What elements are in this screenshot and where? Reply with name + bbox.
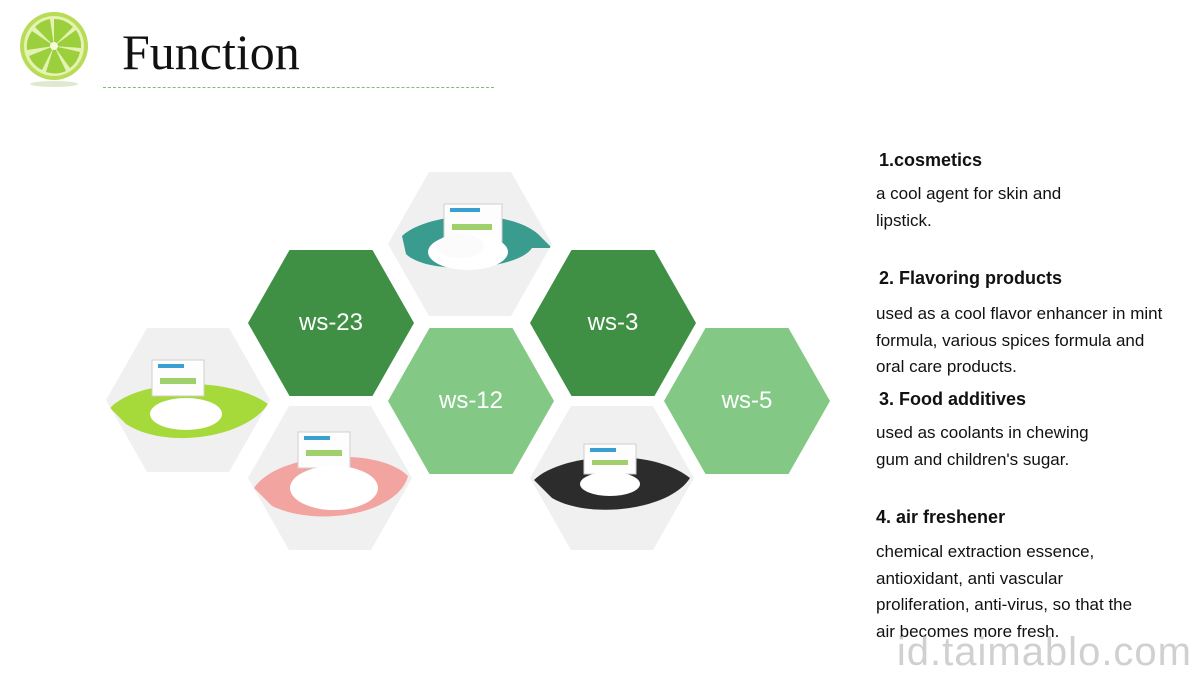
lime-slice-logo [14, 8, 94, 88]
function-title-flavoring: 2. Flavoring products [879, 268, 1063, 288]
title-divider [103, 87, 494, 88]
product-photo-teal-plate [388, 172, 552, 316]
function-body-air-freshener: chemical extraction essence, antioxidant… [876, 542, 1133, 641]
function-body-food-additives: used as coolants in chewing gum and chil… [876, 423, 1089, 469]
product-photo-black-plate [530, 406, 694, 550]
hex-ws-23: ws-23 [248, 250, 414, 396]
page-title: Function [122, 24, 300, 80]
function-title-food-additives: 3. Food additives [879, 389, 1027, 409]
product-photo-pink-plate [248, 406, 412, 550]
product-photo-green-plate [106, 328, 270, 472]
function-title-cosmetics: 1.cosmetics [879, 150, 983, 170]
hexagon-cluster: ws-23 ws-3 ws-12 ws-5 [106, 172, 830, 550]
hex-ws-12: ws-12 [388, 328, 554, 474]
function-body-cosmetics: a cool agent for skin and lipstick. [876, 184, 1062, 230]
hex-label-ws-3: ws-3 [587, 309, 639, 336]
hex-ws-5: ws-5 [664, 328, 830, 474]
hex-label-ws-5: ws-5 [721, 387, 773, 414]
watermark: id.taimablo.com [896, 630, 1192, 674]
function-body-flavoring: used as a cool flavor enhancer in mint f… [876, 304, 1163, 377]
function-title-air-freshener: 4. air freshener [876, 507, 1006, 527]
hex-label-ws-23: ws-23 [298, 309, 364, 336]
hex-label-ws-12: ws-12 [438, 387, 504, 414]
hex-ws-3: ws-3 [530, 250, 696, 396]
